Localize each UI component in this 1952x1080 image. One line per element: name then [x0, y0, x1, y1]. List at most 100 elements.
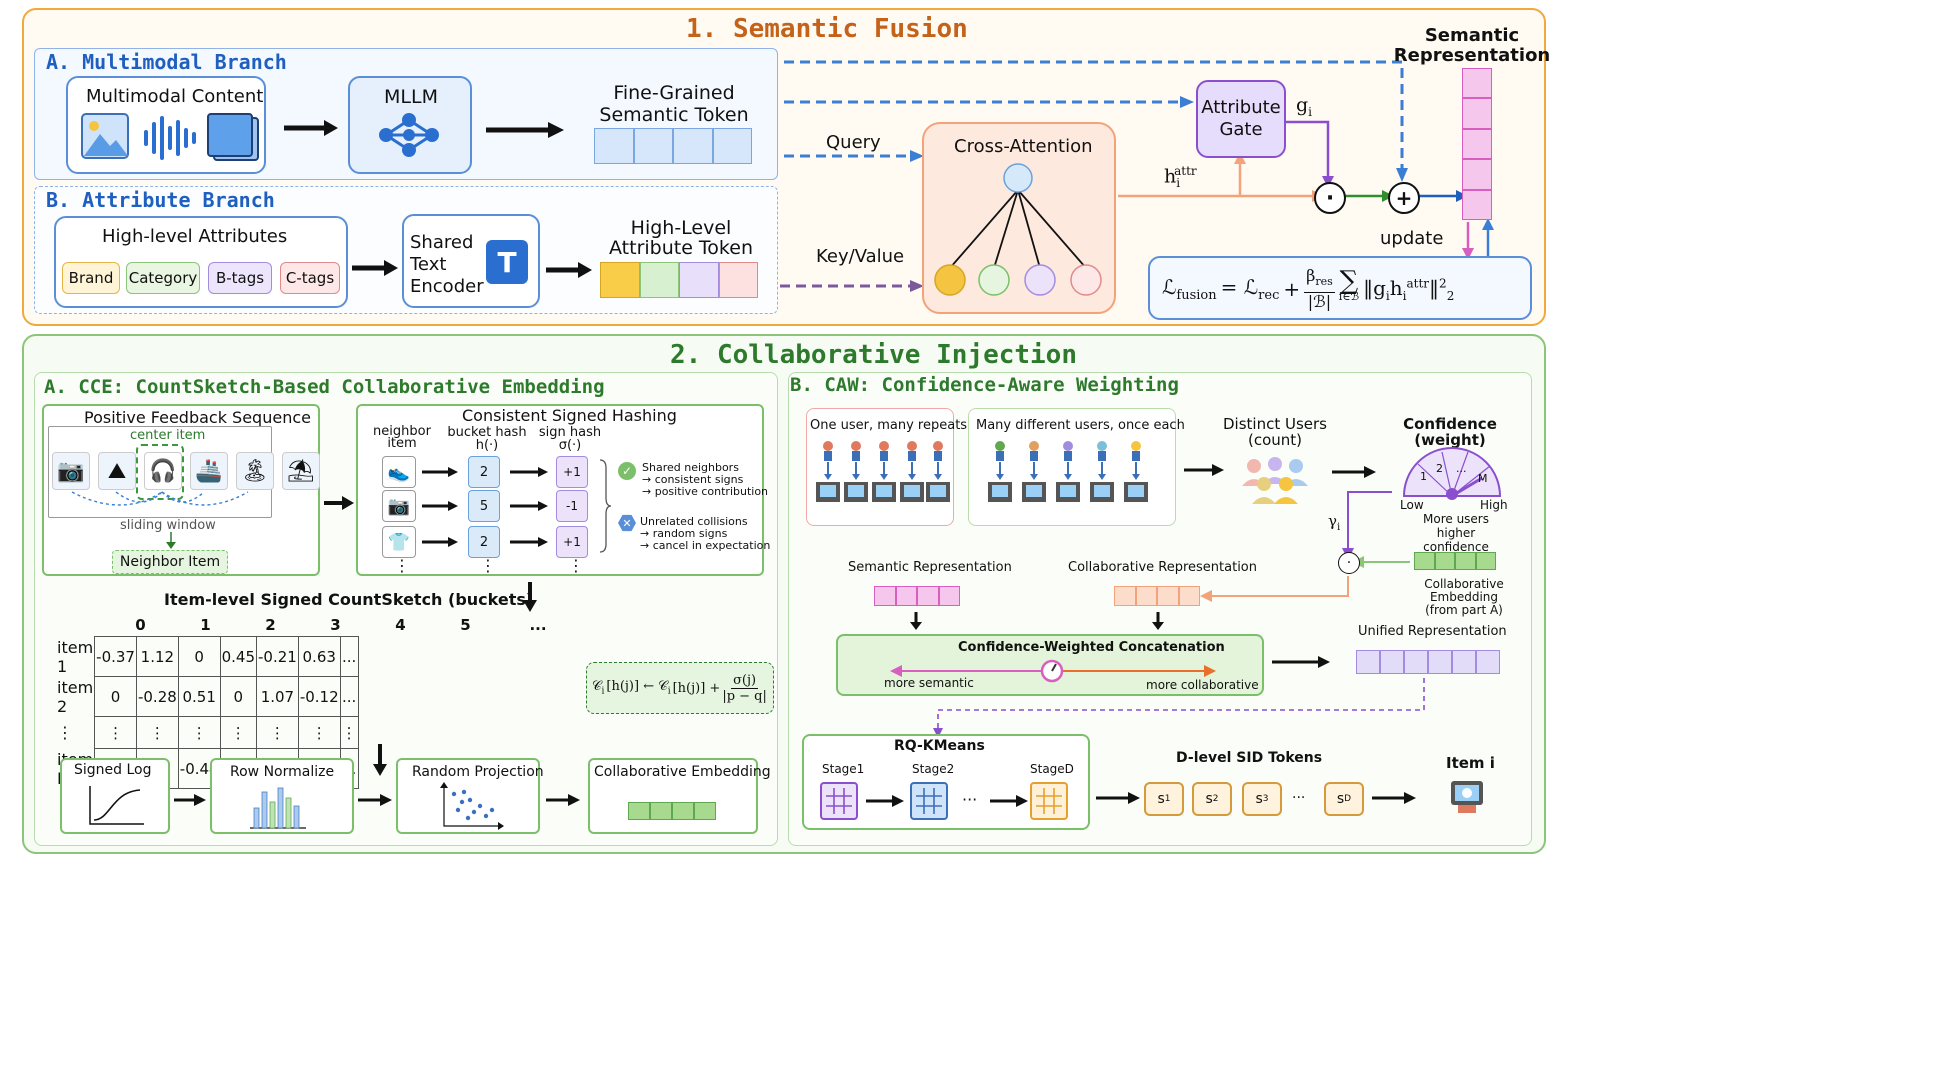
formula-eq-lrec: = ℒ — [1220, 275, 1259, 299]
table-cell: -0.21 — [256, 636, 299, 677]
bucket-value-1: 2 — [468, 456, 500, 488]
stage2-grid-icon — [910, 782, 948, 820]
row-label: item 1 — [57, 637, 94, 676]
formula-fusion-sub: fusion — [1176, 288, 1217, 303]
signed-log-label: Signed Log — [74, 762, 152, 778]
semantic-rep-line2: Representation — [1393, 45, 1551, 66]
arrow-to-neighbor — [166, 532, 176, 549]
oplus-operator: + — [1388, 182, 1420, 214]
random-projection-box — [396, 758, 540, 834]
semantic-token-strip — [594, 128, 752, 164]
encoder-label-line3: Encoder — [410, 276, 484, 297]
one-user-box — [806, 408, 954, 526]
h-superscript: attr — [1174, 164, 1197, 178]
formula-norm-close: ‖ — [1429, 275, 1440, 300]
row-label: item 2 — [57, 677, 94, 716]
table-cell: 0.45 — [219, 636, 258, 677]
sid-token-2-s: s — [1205, 791, 1213, 807]
confidence-gauge-icon — [1402, 447, 1502, 500]
landscape-item-icon: 🏝 — [236, 452, 274, 490]
rq-kmeans-title: RQ-KMeans — [894, 738, 985, 754]
sign-column-header: sign hash σ(·) — [532, 426, 608, 452]
attention-graph-icon — [934, 163, 1102, 296]
arrow-rq-to-sid — [1096, 792, 1140, 804]
stage-arrow-2 — [990, 795, 1028, 807]
encoder-label: Shared Text Encoder — [410, 232, 484, 298]
formula-square: 2 — [1439, 275, 1447, 290]
formula-norm-h-sup: attr — [1406, 275, 1430, 290]
bucket-header-4: 4 — [395, 616, 406, 634]
gamma-odot-operator: · — [1338, 552, 1360, 574]
formula-distance: |p − q| — [722, 688, 767, 704]
formula-square-sub: 2 — [1446, 288, 1455, 303]
sid-token-d-s: s — [1336, 791, 1345, 807]
fine-grained-token-label: Fine-Grained Semantic Token — [594, 82, 754, 126]
semantic-rep-label-caw: Semantic Representation — [848, 560, 1012, 575]
collaborative-injection-title: 2. Collaborative Injection — [670, 340, 1077, 370]
h-subscript: i — [1176, 176, 1181, 191]
collab-rep-label-caw: Collaborative Representation — [1068, 560, 1258, 575]
text-document-icon — [207, 113, 259, 161]
gauge-label-1: 1 — [1420, 470, 1427, 483]
sid-token-3-sub: 3 — [1262, 794, 1269, 804]
arrow-content-to-mllm — [284, 120, 338, 136]
bucket-header-2: 2 — [265, 616, 276, 634]
fusion-loss-formula-box — [1148, 256, 1532, 320]
formula-sum-sub: i∈ℬ — [1338, 290, 1360, 303]
table-cell: ⋮ — [339, 716, 359, 749]
arrow-concat-to-unified — [1272, 656, 1330, 668]
table-cell: ⋮ — [219, 716, 258, 749]
positive-feedback-label: Positive Feedback Sequence — [84, 408, 311, 427]
formula-c-mid-sub: i — [667, 686, 671, 697]
bucket-header-ellipsis: ... — [529, 616, 547, 634]
collab-embedding-vector-caw — [1414, 552, 1496, 570]
attribute-branch-title: B. Attribute Branch — [46, 188, 275, 212]
collab-embed-line1: Collaborative Embedding — [1424, 577, 1504, 604]
formula-norm-h: h — [1389, 275, 1403, 300]
more-users-note: More users higher confidence — [1406, 512, 1506, 554]
g-label: gi — [1296, 94, 1312, 119]
check-icon: ✓ — [618, 462, 636, 480]
signed-hashing-title: Consistent Signed Hashing — [462, 406, 677, 425]
unrelated-note-line1: Unrelated collisions — [640, 515, 748, 528]
multimodal-branch-title: A. Multimodal Branch — [46, 50, 287, 74]
signed-log-box — [60, 758, 170, 834]
encoder-label-line1: Shared — [410, 232, 474, 253]
center-item-frame — [136, 444, 184, 500]
g-subscript: i — [1308, 104, 1313, 119]
center-item-label: center item — [130, 428, 206, 443]
shared-neighbors-note: Shared neighbors → consistent signs → po… — [642, 462, 768, 498]
arrow-semantic-to-concat — [910, 612, 922, 630]
formula-norm-g-sub: i — [1385, 288, 1390, 303]
neighbor-col-line1: neighbor — [373, 424, 431, 439]
confidence-line1: Confidence — [1403, 415, 1497, 433]
sliding-window-label: sliding window — [120, 518, 216, 533]
sid-token-d-sub: D — [1344, 794, 1352, 804]
staged-label: StageD — [1030, 762, 1074, 776]
table-cell: ⋮ — [94, 716, 137, 749]
encoder-label-line2: Text — [410, 254, 447, 275]
stage1-label: Stage1 — [822, 762, 865, 776]
gauge-high-label: High — [1480, 498, 1508, 512]
staged-grid-icon — [1030, 782, 1068, 820]
arrow-distinct-to-confidence — [1332, 466, 1376, 478]
more-semantic-label: more semantic — [884, 676, 974, 690]
tag-category: Category — [126, 262, 200, 294]
distinct-users-line1: Distinct Users — [1223, 415, 1327, 433]
text-encoder-icon: T — [486, 240, 528, 284]
formula-beta-sub: res — [1315, 275, 1333, 289]
shoe-neighbor-icon: 👟 — [382, 456, 416, 488]
row-label: ⋮ — [57, 723, 73, 742]
collaborative-embedding-vector — [628, 802, 716, 820]
attribute-token-label-line2: Attribute Token — [609, 237, 753, 259]
mllm-label: MLLM — [384, 86, 438, 108]
table-cell: 0.51 — [177, 676, 221, 717]
one-user-label: One user, many repeats — [810, 418, 968, 433]
countsketch-header: 0 1 2 3 4 5 ... — [108, 616, 578, 634]
distinct-users-line2: (count) — [1247, 431, 1303, 449]
gauge-low-label: Low — [1400, 498, 1424, 512]
arrow-log-to-normalize — [174, 794, 206, 806]
bucket-header-5: 5 — [460, 616, 471, 634]
stage-dots: ··· — [962, 790, 978, 809]
